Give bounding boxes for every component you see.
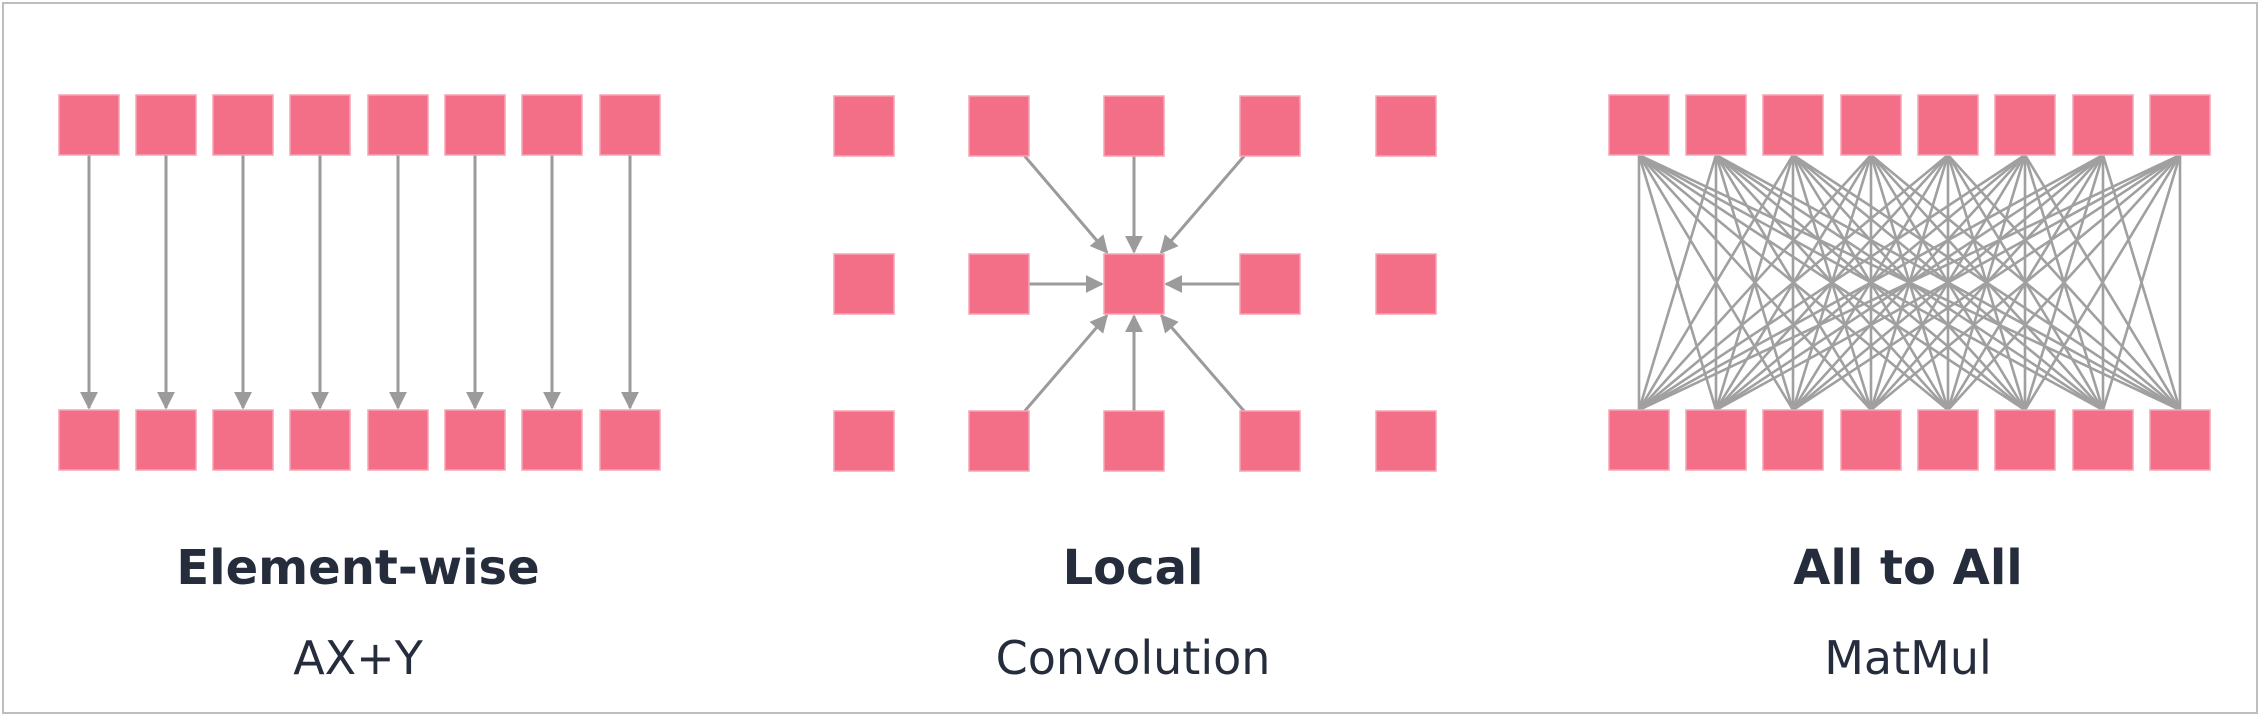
all-to-all-edge — [1637, 154, 1718, 411]
local-arrow — [1159, 155, 1246, 254]
all-to-all-edge — [1638, 154, 1872, 411]
local-node — [1239, 95, 1301, 157]
elementwise-input-node — [599, 94, 661, 156]
all-to-all-edge — [1637, 154, 1795, 411]
elementwise-output-node — [212, 409, 274, 471]
all-to-all-output-node — [1994, 409, 2056, 471]
elementwise-input-node — [289, 94, 351, 156]
elementwise-output-node — [599, 409, 661, 471]
all-to-all-edge — [1638, 153, 1949, 412]
local-arrow — [1023, 314, 1109, 412]
all-to-all-input-node — [1762, 94, 1824, 156]
local-node — [1239, 410, 1301, 472]
local-node — [1239, 253, 1301, 315]
all-to-all-edge — [1870, 153, 2181, 412]
all-to-all-output-node — [1840, 409, 1902, 471]
elementwise-input-node — [58, 94, 120, 156]
elementwise-subtitle: AX+Y — [293, 631, 423, 685]
all-to-all-edge — [1715, 153, 2181, 412]
elementwise-output-node — [367, 409, 429, 471]
local-node — [968, 410, 1030, 472]
all-to-all-output-node — [1608, 409, 1670, 471]
all-to-all-output-node — [2072, 409, 2134, 471]
local-node — [968, 95, 1030, 157]
all-to-all-input-node — [2072, 94, 2134, 156]
local-node — [1103, 410, 1165, 472]
local-node — [833, 410, 895, 472]
all-to-all-output-node — [1762, 409, 1824, 471]
local-node — [1375, 410, 1437, 472]
all-to-all-input-node — [1994, 94, 2056, 156]
elementwise-title: Element-wise — [176, 540, 540, 596]
all-to-all-subtitle: MatMul — [1824, 631, 1992, 685]
local-node — [1103, 95, 1165, 157]
elementwise-input-node — [135, 94, 197, 156]
local-title: Local — [1062, 540, 1204, 596]
all-to-all-input-node — [1917, 94, 1979, 156]
elementwise-output-node — [289, 409, 351, 471]
all-to-all-edge — [1638, 153, 2104, 412]
local-node — [968, 253, 1030, 315]
local-subtitle: Convolution — [995, 631, 1271, 685]
all-to-all-input-node — [2149, 94, 2211, 156]
elementwise-output-node — [58, 409, 120, 471]
all-to-all-edge — [2101, 154, 2182, 411]
local-node — [833, 95, 895, 157]
elementwise-output-node — [444, 409, 506, 471]
all-to-all-panel — [1608, 94, 2211, 471]
all-to-all-edge — [1947, 154, 2181, 411]
elementwise-input-node — [521, 94, 583, 156]
local-node — [833, 253, 895, 315]
all-to-all-input-node — [1840, 94, 1902, 156]
local-panel — [833, 95, 1437, 472]
elementwise-input-node — [444, 94, 506, 156]
elementwise-input-node — [367, 94, 429, 156]
all-to-all-output-node — [1685, 409, 1747, 471]
elementwise-input-node — [212, 94, 274, 156]
local-node — [1375, 253, 1437, 315]
all-to-all-input-node — [1608, 94, 1670, 156]
elementwise-output-node — [135, 409, 197, 471]
local-node — [1375, 95, 1437, 157]
all-to-all-input-node — [1685, 94, 1747, 156]
elementwise-panel — [58, 94, 661, 471]
local-arrow — [1160, 314, 1246, 412]
all-to-all-edge — [2023, 154, 2182, 411]
all-to-all-edge — [1638, 153, 2026, 412]
all-to-all-output-node — [2149, 409, 2211, 471]
all-to-all-edge — [1792, 153, 2181, 412]
local-center-node — [1103, 253, 1165, 315]
local-arrow — [1023, 155, 1109, 254]
elementwise-output-node — [521, 409, 583, 471]
all-to-all-output-node — [1917, 409, 1979, 471]
all-to-all-edge — [1638, 153, 2181, 412]
all-to-all-title: All to All — [1793, 540, 2023, 596]
